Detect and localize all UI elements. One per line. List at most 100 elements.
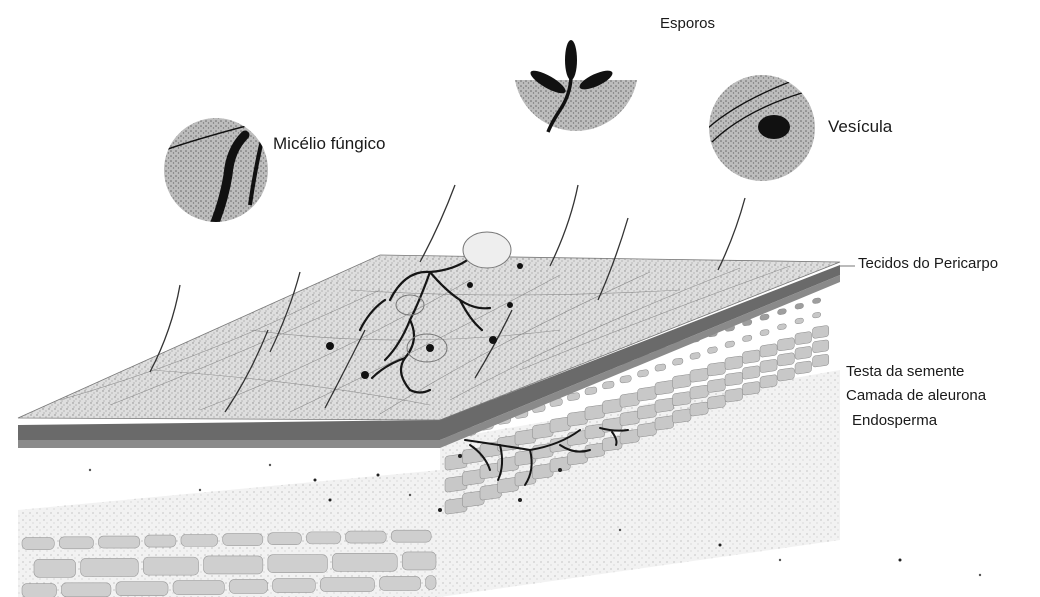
endosperm-cell (380, 576, 421, 590)
label-micelio-fungico: Micélio fúngico (273, 135, 385, 152)
endosperm-cell (143, 557, 198, 575)
label-esporos: Esporos (660, 16, 715, 31)
aleurone-cell (673, 409, 691, 424)
aleurone-cell (743, 350, 760, 364)
endosperm-cell (320, 578, 374, 592)
label-testa-semente: Testa da semente (846, 364, 964, 379)
endosperm-cell (268, 555, 328, 573)
aleurone-cell (778, 323, 787, 330)
label-tecidos-pericarpo: Tecidos do Pericarpo (858, 256, 998, 271)
aleurone-cell (795, 361, 812, 375)
speck (89, 469, 91, 471)
speck (409, 494, 411, 496)
endosperm-cell (204, 556, 263, 574)
aleurone-cell (725, 356, 743, 370)
aleurone-cell (655, 415, 674, 430)
aleurone-cell (760, 374, 777, 388)
aleurone-cell (743, 335, 752, 342)
aleurone-cell (813, 354, 829, 367)
aleurone-cell (568, 411, 588, 427)
aleurone-cell (620, 392, 639, 407)
aleurone-cell (585, 387, 597, 396)
aleurone-cell (708, 346, 718, 353)
aleurone-cell (585, 424, 605, 440)
aleurone-cell (620, 411, 639, 426)
endosperm-cell (229, 579, 267, 593)
aleurone-cell (760, 329, 769, 336)
endosperm-cell (145, 535, 176, 547)
endosperm-cell (402, 552, 436, 570)
inset-spores (515, 40, 637, 132)
aleurone-cell (795, 331, 812, 345)
inset-mycelium (164, 118, 268, 225)
aleurone-cell (725, 388, 743, 402)
endosperm-cell (181, 534, 218, 546)
endosperm-cell (22, 538, 54, 550)
aleurone-cell (760, 359, 777, 373)
endosperm-cell (59, 537, 93, 549)
aleurone-cell (795, 318, 804, 324)
endosperm-cell (81, 558, 139, 576)
endosperm-cell (22, 584, 57, 597)
endosperm-cell (34, 559, 76, 577)
aleurone-cell (813, 312, 821, 318)
aleurone-cell (778, 337, 795, 351)
aleurone-cell (655, 398, 674, 413)
endosperm-cell (173, 581, 224, 595)
aleurone-cell (813, 340, 829, 353)
aleurone-cell (655, 364, 666, 372)
aleurone-cell (638, 386, 657, 401)
aleurone-cell (795, 303, 804, 309)
aleurone-cell (725, 341, 735, 348)
aleurone-cell (673, 358, 683, 366)
aleurone-cell (673, 374, 691, 389)
endosperm-cell (116, 582, 168, 596)
aleurone-cell (638, 422, 657, 437)
aleurone-cell (813, 298, 821, 304)
endosperm-cell (426, 575, 436, 589)
speck (619, 529, 621, 531)
endosperm-cell (268, 533, 302, 545)
endosperm-cell (273, 579, 316, 593)
endosperm-cell (62, 583, 111, 597)
aleurone-cell (725, 372, 743, 386)
aleurone-cell (690, 352, 700, 360)
aleurone-cell (778, 368, 795, 382)
aleurone-cell (673, 391, 691, 406)
endosperm-cell (391, 530, 431, 542)
aleurone-cell (603, 436, 623, 452)
aleurone-cell (638, 369, 649, 377)
endosperm-cell (223, 534, 263, 546)
aleurone-cell (708, 395, 726, 409)
aleurone-cell (690, 402, 708, 417)
speck (779, 559, 781, 561)
aleurone-cell (620, 375, 631, 383)
aleurone-cell (603, 398, 623, 414)
aleurone-cell (708, 362, 726, 376)
aleurone-cell (743, 381, 760, 395)
aleurone-cell (813, 325, 829, 338)
aleurone-cell (585, 405, 605, 421)
endosperm-cell (332, 553, 397, 571)
aleurone-cell (778, 353, 795, 367)
aleurone-cell (655, 380, 674, 395)
aleurone-cell (760, 344, 777, 358)
aleurone-cell (708, 378, 726, 392)
aleurone-cell (743, 365, 760, 379)
speck (269, 464, 271, 466)
endosperm-cell (98, 536, 139, 548)
label-camada-aleurona: Camada de aleurona (846, 388, 986, 403)
aleurone-cell (690, 368, 708, 383)
endosperm-cell (306, 532, 340, 544)
speck (979, 574, 981, 576)
speck (199, 489, 201, 491)
aleurone-cell (603, 381, 615, 389)
label-endosperma: Endosperma (852, 413, 937, 428)
aleurone-cell (778, 308, 787, 315)
aleurone-cell (795, 346, 812, 360)
inset-vesicle (708, 75, 815, 181)
label-vesicula: Vesícula (828, 118, 892, 135)
endosperm-cell (346, 531, 387, 543)
aleurone-cell (638, 404, 657, 419)
